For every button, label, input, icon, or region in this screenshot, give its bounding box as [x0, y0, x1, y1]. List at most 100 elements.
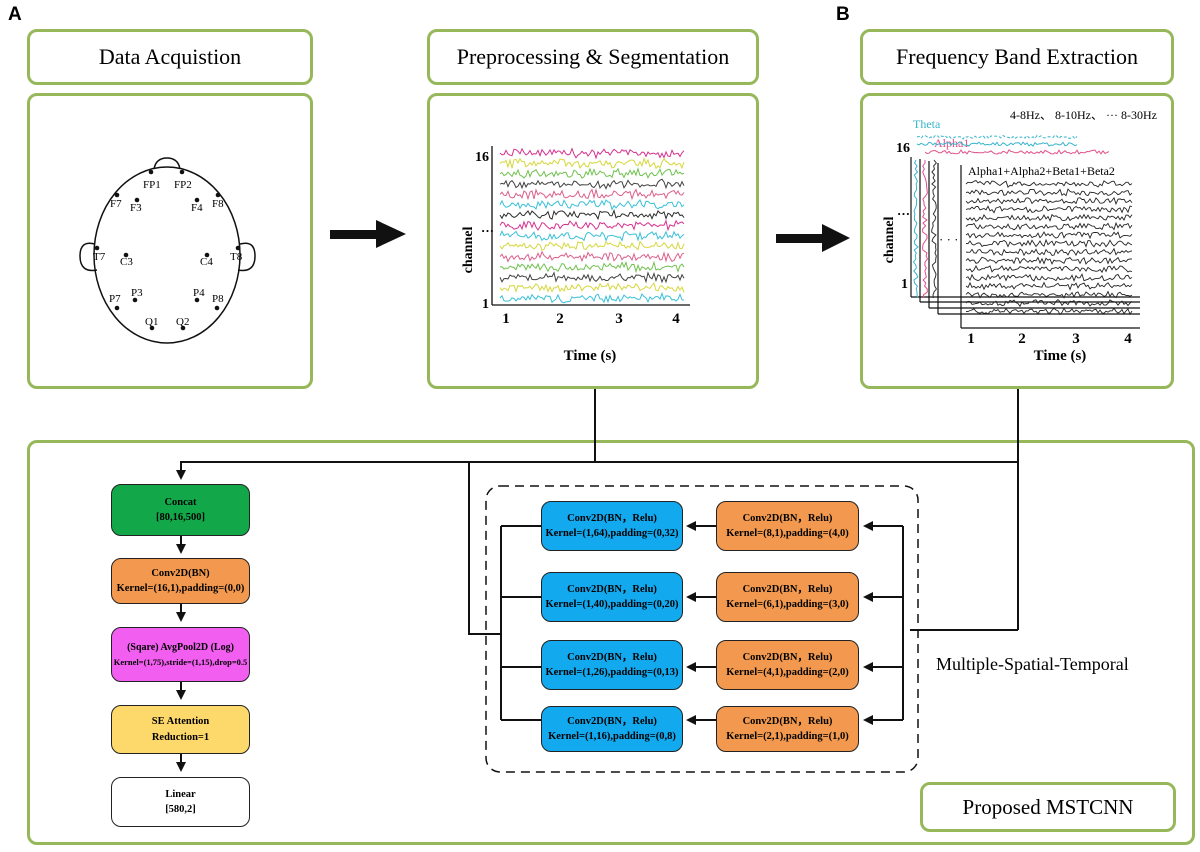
- frequency-title: Frequency Band Extraction: [896, 44, 1138, 69]
- freq-xtick: 3: [1072, 331, 1080, 347]
- temporal-conv-title: Conv2D(BN，Relu): [567, 715, 657, 727]
- electrode-label: F8: [212, 198, 224, 210]
- eeg-trace: [499, 178, 685, 190]
- prep-ytick-bottom: 1: [482, 297, 489, 312]
- preprocessing-title-box: Preprocessing & Segmentation: [427, 29, 759, 85]
- prep-ytick-top: 16: [475, 150, 489, 165]
- prep-xtick: 4: [672, 311, 680, 327]
- connector-lines: [176, 389, 1019, 631]
- spatial-conv-block: Conv2D(BN，Relu) Kernel=(2,1),padding=(1,…: [716, 706, 859, 752]
- electrode-label: P8: [212, 293, 224, 305]
- nose-shape: [153, 157, 181, 170]
- electrode-label: F7: [110, 198, 122, 210]
- freq-ylabel: channel: [882, 217, 897, 264]
- electrode-dot: [114, 192, 120, 198]
- band-trace: [965, 179, 1133, 189]
- flow-arrow-2: [776, 224, 850, 252]
- temporal-conv-detail: Kernel=(1,40),padding=(0,20): [545, 599, 679, 610]
- eeg-trace: [499, 271, 685, 284]
- prep-xtick: 2: [556, 311, 564, 327]
- avgpool-block: (Sqare) AvgPool2D (Log) Kernel=(1,75),st…: [111, 627, 250, 682]
- branch-lines: [468, 462, 904, 725]
- branch-container: [485, 485, 919, 773]
- electrode-dot: [204, 252, 210, 258]
- electrode-label: P3: [131, 287, 143, 299]
- temporal-conv-block: Conv2D(BN，Relu) Kernel=(1,16),padding=(0…: [541, 706, 683, 752]
- preprocessing-panel: [427, 93, 759, 389]
- band-trace: [965, 281, 1133, 291]
- prep-xlabel: Time (s): [564, 348, 617, 364]
- eeg-trace: [499, 167, 685, 180]
- electrode-dot: [214, 305, 220, 311]
- electrode-dot: [194, 297, 200, 303]
- eeg-trace: [499, 199, 685, 211]
- concat-block: Concat [80,16,500]: [111, 484, 250, 536]
- electrode-dot: [149, 325, 155, 331]
- band-trace: [965, 205, 1133, 214]
- temporal-conv-detail: Kernel=(1,16),padding=(0,8): [548, 731, 676, 742]
- band-trace: [965, 298, 1133, 308]
- model-title-box: Proposed MSTCNN: [920, 782, 1176, 832]
- right-ear-shape: [237, 242, 256, 272]
- band-trace: [965, 256, 1133, 265]
- flow-arrow-1: [330, 220, 406, 248]
- acquisition-title: Data Acquistion: [98, 44, 242, 69]
- electrode-label: F3: [130, 202, 142, 214]
- alpha1-trace: [924, 149, 1110, 155]
- se-attention-detail: Reduction=1: [151, 731, 210, 743]
- freq-xtick: 4: [1124, 331, 1132, 347]
- electrode-label: Q1: [145, 316, 158, 328]
- eeg-trace: [499, 147, 685, 160]
- electrode-label: P4: [193, 287, 205, 299]
- alpha1-label: Alpha1: [934, 136, 969, 150]
- band-trace: [965, 213, 1133, 222]
- theta-label: Theta: [913, 117, 941, 131]
- layer-edge-trace: [912, 159, 919, 299]
- eeg-trace: [499, 260, 685, 274]
- eeg-trace: [499, 282, 685, 293]
- freq-xtick: 1: [967, 331, 975, 347]
- panel-label-a: A: [8, 4, 22, 25]
- frequency-plot: 4-8Hz、 8-10Hz、 ··· 8-30Hz Theta Alpha1 A…: [882, 108, 1157, 364]
- temporal-conv-title: Conv2D(BN，Relu): [567, 651, 657, 663]
- prep-xtick: 3: [615, 311, 623, 327]
- eeg-trace: [499, 209, 685, 221]
- spatial-conv-detail: Kernel=(6,1),padding=(3,0): [726, 599, 849, 610]
- left-ear-shape: [79, 242, 98, 272]
- electrode-label: T7: [93, 251, 106, 263]
- temporal-conv-detail: Kernel=(1,64),padding=(0,32): [545, 528, 679, 539]
- spatial-conv-title: Conv2D(BN，Relu): [742, 715, 833, 727]
- electrode-dot: [123, 252, 129, 258]
- temporal-conv-block: Conv2D(BN，Relu) Kernel=(1,26),padding=(0…: [541, 640, 683, 690]
- temporal-conv-title: Conv2D(BN，Relu): [567, 583, 657, 595]
- spatial-conv-title: Conv2D(BN，Relu): [742, 583, 833, 595]
- band-trace: [965, 188, 1133, 197]
- electrode-dot: [94, 245, 100, 251]
- eeg-trace: [499, 291, 685, 304]
- electrode-label: FP2: [174, 179, 192, 191]
- avgpool-detail: Kernel=(1,75),stride=(1,15),drop=0.5: [113, 656, 248, 667]
- head-outline: [93, 166, 241, 344]
- avgpool-title: (Sqare) AvgPool2D (Log): [127, 642, 234, 654]
- band-trace: [965, 238, 1133, 248]
- temporal-conv-block: Conv2D(BN，Relu) Kernel=(1,40),padding=(0…: [541, 572, 683, 622]
- electrode-dot: [235, 245, 241, 251]
- band-note: 4-8Hz、 8-10Hz、 ··· 8-30Hz: [1010, 108, 1157, 122]
- freq-ellipsis: · · ·: [939, 232, 959, 247]
- band-trace: [965, 307, 1133, 316]
- electrode-dot: [180, 325, 186, 331]
- conv2d-bn-detail: Kernel=(16,1),padding=(0,0): [116, 583, 245, 594]
- eeg-trace: [499, 219, 685, 232]
- linear-detail: [580,2]: [165, 804, 196, 815]
- temporal-conv-title: Conv2D(BN，Relu): [567, 512, 657, 524]
- electrode-label: C3: [120, 256, 133, 268]
- electrode-dot: [215, 192, 221, 198]
- electrode-label: T8: [230, 251, 243, 263]
- spatial-conv-block: Conv2D(BN，Relu) Kernel=(4,1),padding=(2,…: [716, 640, 859, 690]
- frequency-panel: [860, 93, 1174, 389]
- electrode-dot: [114, 305, 120, 311]
- prep-xtick: 1: [502, 311, 510, 327]
